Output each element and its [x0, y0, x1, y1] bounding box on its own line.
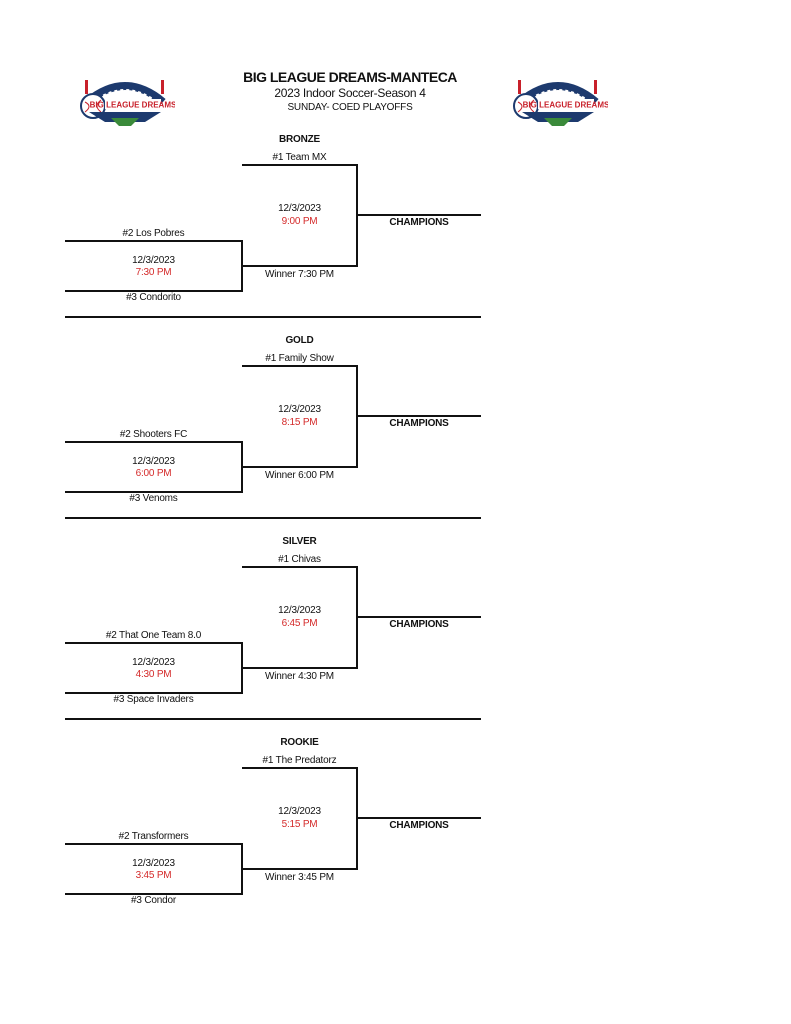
final-date: 12/3/2023 — [278, 203, 321, 214]
champions-label: CHAMPIONS — [389, 619, 449, 630]
seed1-line — [242, 767, 358, 769]
winner-label: Winner 7:30 PM — [265, 269, 334, 280]
logo-text: BIG LEAGUE DREAMS — [90, 101, 175, 110]
final-date: 12/3/2023 — [278, 605, 321, 616]
big-league-dreams-logo-right: BIG LEAGUE DREAMS — [513, 80, 608, 126]
seed2-line — [65, 843, 243, 845]
champions-label: CHAMPIONS — [389, 217, 449, 228]
seed1-line — [242, 365, 358, 367]
winner-line — [242, 265, 358, 267]
seed2-team: #2 Shooters FC — [119, 429, 188, 440]
semi-time: 7:30 PM — [135, 267, 172, 278]
champions-line — [357, 415, 481, 417]
final-date: 12/3/2023 — [278, 404, 321, 415]
division-label: BRONZE — [278, 134, 321, 145]
final-connector — [356, 164, 358, 266]
seed3-line — [65, 491, 243, 493]
division-label: ROOKIE — [280, 737, 319, 748]
final-connector — [356, 365, 358, 467]
winner-label: Winner 6:00 PM — [265, 470, 334, 481]
champions-line — [357, 214, 481, 216]
seed3-team: #3 Condor — [131, 895, 176, 906]
semi-date: 12/3/2023 — [132, 255, 175, 266]
seed3-team: #3 Space Invaders — [113, 694, 194, 705]
seed2-line — [65, 240, 243, 242]
semi-connector — [241, 642, 243, 693]
seed2-line — [65, 441, 243, 443]
semi-date: 12/3/2023 — [132, 456, 175, 467]
semi-time: 4:30 PM — [135, 669, 172, 680]
final-connector — [356, 767, 358, 869]
semi-date: 12/3/2023 — [132, 858, 175, 869]
final-date: 12/3/2023 — [278, 806, 321, 817]
section-divider — [65, 718, 481, 720]
final-time: 8:15 PM — [281, 417, 318, 428]
champions-label: CHAMPIONS — [389, 820, 449, 831]
semi-date: 12/3/2023 — [132, 657, 175, 668]
seed3-team: #3 Venoms — [129, 493, 178, 504]
final-time: 6:45 PM — [281, 618, 318, 629]
seed2-team: #2 That One Team 8.0 — [105, 630, 202, 641]
final-time: 9:00 PM — [281, 216, 318, 227]
winner-line — [242, 466, 358, 468]
seed1-line — [242, 164, 358, 166]
champions-line — [357, 817, 481, 819]
seed2-team: #2 Transformers — [118, 831, 189, 842]
seed2-team: #2 Los Pobres — [122, 228, 185, 239]
champions-label: CHAMPIONS — [389, 418, 449, 429]
section-divider — [65, 517, 481, 519]
seed1-team: #1 Team MX — [272, 152, 327, 163]
seed1-team: #1 Chivas — [278, 554, 321, 565]
bracket-section-rookie: ROOKIE #1 The Predatorz 12/3/2023 5:15 P… — [0, 737, 791, 943]
page-subtitle-playoffs: SUNDAY- COED PLAYOFFS — [287, 102, 413, 113]
seed3-line — [65, 290, 243, 292]
seed1-line — [242, 566, 358, 568]
section-divider — [65, 316, 481, 318]
bracket-section-silver: SILVER #1 Chivas 12/3/2023 6:45 PM CHAMP… — [0, 536, 791, 742]
bracket-section-bronze: BRONZE #1 Team MX 12/3/2023 9:00 PM CHAM… — [0, 134, 791, 340]
seed3-line — [65, 893, 243, 895]
semi-connector — [241, 441, 243, 492]
big-league-dreams-logo-left: BIG LEAGUE DREAMS — [80, 80, 175, 126]
page-title: BIG LEAGUE DREAMS-MANTECA — [243, 69, 457, 85]
seed3-team: #3 Condorito — [126, 292, 181, 303]
winner-line — [242, 667, 358, 669]
seed1-team: #1 Family Show — [265, 353, 334, 364]
winner-label: Winner 4:30 PM — [265, 671, 334, 682]
winner-line — [242, 868, 358, 870]
page-subtitle: 2023 Indoor Soccer-Season 4 — [274, 86, 426, 100]
division-label: SILVER — [282, 536, 317, 547]
semi-time: 6:00 PM — [135, 468, 172, 479]
semi-connector — [241, 240, 243, 291]
logo-text: BIG LEAGUE DREAMS — [523, 101, 608, 110]
division-label: GOLD — [285, 335, 314, 346]
semi-connector — [241, 843, 243, 894]
bracket-section-gold: GOLD #1 Family Show 12/3/2023 8:15 PM CH… — [0, 335, 791, 541]
semi-time: 3:45 PM — [135, 870, 172, 881]
final-time: 5:15 PM — [281, 819, 318, 830]
header: BIG LEAGUE DREAMS-MANTECA 2023 Indoor So… — [200, 69, 500, 113]
winner-label: Winner 3:45 PM — [265, 872, 334, 883]
final-connector — [356, 566, 358, 668]
champions-line — [357, 616, 481, 618]
seed2-line — [65, 642, 243, 644]
seed1-team: #1 The Predatorz — [262, 755, 337, 766]
seed3-line — [65, 692, 243, 694]
